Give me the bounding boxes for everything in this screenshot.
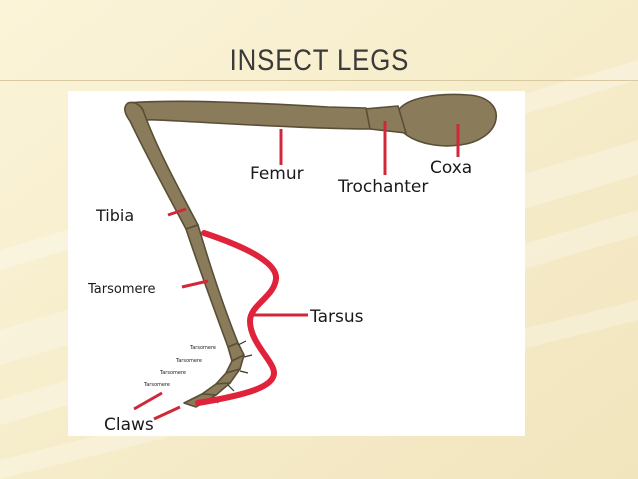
tarsomere-small-label-4: Tarsomere xyxy=(143,382,170,388)
claws-label: Claws xyxy=(104,415,154,435)
femur-label: Femur xyxy=(250,164,304,184)
tibia-label: Tibia xyxy=(95,206,134,225)
tarsomere-small-label-2: Tarsomere xyxy=(175,358,202,364)
coxa-segment xyxy=(397,93,497,147)
slide-title: INSECT LEGS xyxy=(229,44,410,77)
claws-pointer-2 xyxy=(153,405,181,421)
tarsomere-small-label-1: Tarsomere xyxy=(189,345,216,351)
tarsus-label: Tarsus xyxy=(309,307,364,327)
tibia-pointer xyxy=(167,207,187,217)
tarsomere-pointer xyxy=(181,279,209,289)
tarsomere-label: Tarsomere xyxy=(87,282,156,297)
title-underline xyxy=(0,80,638,81)
tarsomere-small-label-3: Tarsomere xyxy=(159,370,186,376)
coxa-label: Coxa xyxy=(430,158,472,178)
tarsomere-segment-5 xyxy=(201,382,231,396)
trochanter-label: Trochanter xyxy=(337,177,428,197)
tarsus-bracket xyxy=(195,230,279,406)
leg-illustration xyxy=(124,93,497,408)
claws-pointer-1 xyxy=(133,391,163,411)
femur-segment xyxy=(125,100,371,130)
insect-leg-diagram: Femur Trochanter Coxa Tibia Tarsomere Ta… xyxy=(87,93,497,435)
label-pointers xyxy=(133,121,460,421)
